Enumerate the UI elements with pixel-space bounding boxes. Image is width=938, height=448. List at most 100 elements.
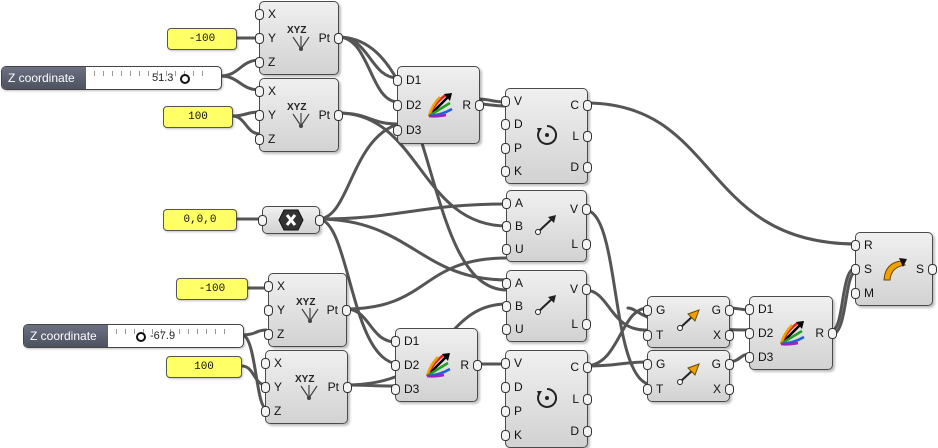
output-grip[interactable] [473,360,482,371]
output-grip[interactable] [583,362,592,373]
input-grip[interactable] [255,57,264,68]
output-grip[interactable] [334,33,343,44]
output-grip[interactable] [315,215,324,226]
output-grip[interactable] [583,99,592,111]
z-coordinate-slider[interactable]: Z coordinate -67.9 [23,324,244,348]
output-label: S [915,262,924,276]
slider-knob[interactable] [180,74,190,84]
input-grip[interactable] [502,197,511,209]
input-grip[interactable] [745,328,754,339]
output-grip[interactable] [725,358,734,370]
input-grip[interactable] [393,74,402,86]
input-grip[interactable] [501,119,510,131]
output-grip[interactable] [828,328,837,339]
input-grip[interactable] [501,142,510,154]
output-label: Pt [326,303,338,317]
input-grip[interactable] [255,134,264,145]
number-panel[interactable]: -100 [167,28,237,50]
output-grip[interactable] [582,203,591,215]
slider-track[interactable]: -67.9 [110,325,239,347]
input-grip[interactable] [502,301,511,312]
output-label: R [460,358,469,372]
point-panel[interactable]: 0,0,0 [163,209,237,231]
input-grip[interactable] [501,95,510,107]
input-grip[interactable] [643,304,652,316]
input-grip[interactable] [393,100,402,111]
output-grip[interactable] [582,318,591,330]
output-label: R [815,326,824,340]
slider-knob[interactable] [136,332,146,342]
input-grip[interactable] [502,244,511,256]
input-grip[interactable] [391,360,400,371]
input-grip[interactable] [501,406,510,417]
output-grip[interactable] [475,100,484,111]
slider-track[interactable]: 51.3 [88,67,217,89]
number-panel[interactable]: 100 [163,106,233,128]
input-grip[interactable] [851,288,860,299]
vector-icon [534,212,560,241]
output-grip[interactable] [582,238,591,250]
input-grip[interactable] [261,406,270,417]
origin-point-param[interactable] [258,206,324,234]
input-grip[interactable] [501,382,510,393]
output-grip[interactable] [343,382,352,393]
input-grip[interactable] [264,305,273,316]
input-grip[interactable] [391,336,400,347]
input-grip[interactable] [501,358,510,369]
output-grip[interactable] [583,426,592,437]
output-grip[interactable] [582,283,591,295]
output-grip[interactable] [583,162,592,174]
output-grip[interactable] [334,110,343,121]
wire [218,58,262,78]
input-grip[interactable] [502,277,511,289]
input-grip[interactable] [393,125,402,137]
number-panel[interactable]: 100 [166,356,242,378]
input-grip[interactable] [501,430,510,441]
output-grip[interactable] [583,131,592,142]
input-grip[interactable] [851,240,860,251]
input-grip[interactable] [255,9,264,20]
output-grip[interactable] [725,304,734,316]
input-grip[interactable] [851,264,860,275]
input-grip[interactable] [643,329,652,341]
input-grip[interactable] [643,358,652,370]
input-grip[interactable] [264,329,273,340]
input-grip[interactable] [261,382,270,393]
input-grip[interactable] [255,110,264,121]
output-grip[interactable] [928,264,937,275]
input-grip[interactable] [745,352,754,363]
input-grip[interactable] [745,304,754,315]
input-grip[interactable] [255,86,264,97]
input-grip[interactable] [261,358,270,369]
output-grip[interactable] [725,329,734,341]
input-grip[interactable] [264,281,273,292]
number-panel[interactable]: -100 [176,278,248,300]
input-label: K [514,164,523,179]
input-grip[interactable] [502,324,511,336]
input-grip[interactable] [643,383,652,395]
output-grip[interactable] [583,394,592,405]
z-coordinate-slider[interactable]: Z coordinate 51.3 [1,66,222,90]
input-grip[interactable] [502,221,511,232]
input-grip[interactable] [258,215,267,226]
input-grip[interactable] [391,384,400,395]
output-grip[interactable] [725,383,734,395]
input-grip[interactable] [501,166,510,178]
input-grip[interactable] [255,33,264,44]
output-grip[interactable] [342,305,351,316]
